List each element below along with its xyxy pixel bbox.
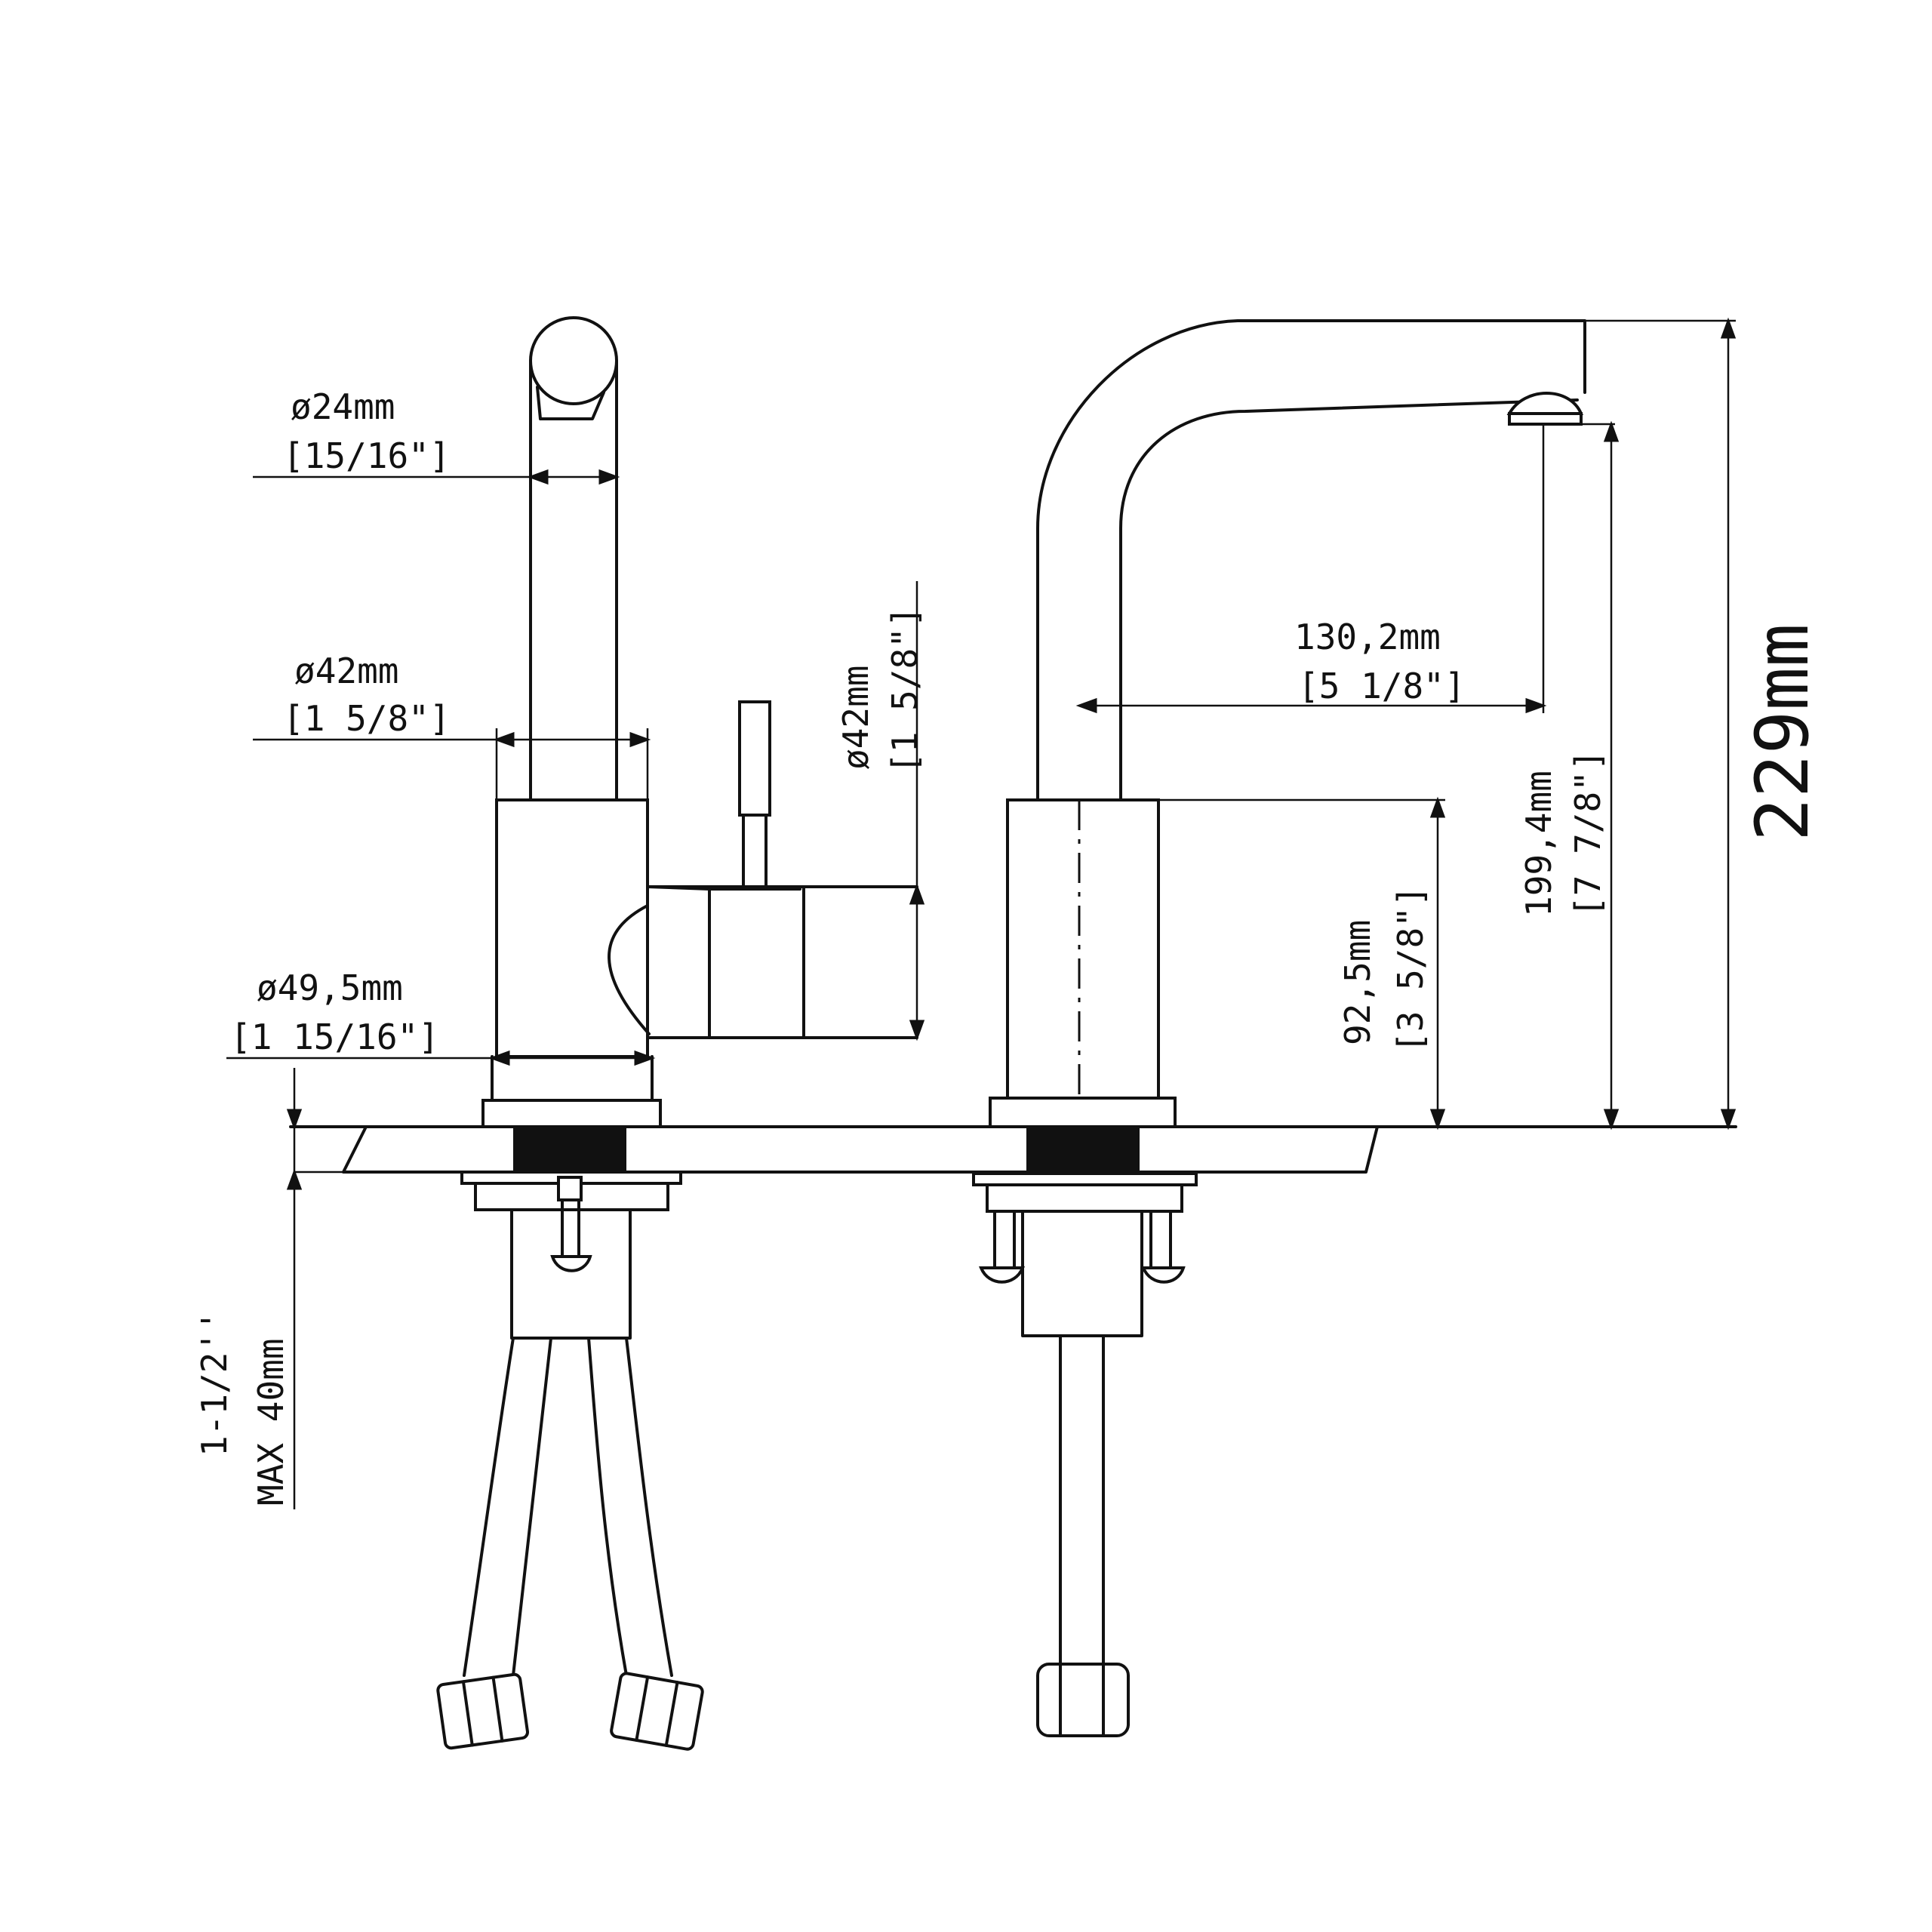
dimension-lines — [226, 317, 1737, 1509]
d49-mm-label: ø49,5mm — [257, 968, 403, 1008]
max-deck-line2-label: MAX 40mm — [251, 1338, 291, 1506]
d49-inch-label: [1 15/16"] — [230, 1017, 439, 1057]
body-height-inch-label: [3 5/8"] — [1390, 885, 1431, 1053]
reach-inch-label: [5 1/8"] — [1298, 666, 1466, 706]
side-view-faucet — [436, 316, 918, 1751]
d42-handle-mm-label: ø42mm — [835, 666, 876, 770]
countertop — [289, 1125, 1737, 1174]
body-height-mm-label: 92,5mm — [1337, 920, 1378, 1045]
max-deck-line1-label: 1-1/2'' — [194, 1310, 235, 1457]
front-view-faucet — [972, 319, 1586, 1737]
spout-height-mm-label: 199,4mm — [1518, 771, 1559, 917]
d42-handle-inch-label: [1 5/8"] — [884, 606, 925, 774]
total-height-label: 229mm — [1740, 623, 1825, 841]
d42-left-mm-label: ø42mm — [294, 651, 398, 691]
dimension-labels: ø24mm [15/16"] ø42mm [1 5/8"] ø49,5mm [1… — [194, 386, 1825, 1506]
d24-inch-label: [15/16"] — [283, 435, 451, 476]
d24-mm-label: ø24mm — [291, 386, 395, 427]
reach-mm-label: 130,2mm — [1294, 617, 1441, 657]
spout-height-inch-label: [7 7/8"] — [1567, 749, 1608, 917]
d42-left-inch-label: [1 5/8"] — [283, 698, 451, 739]
